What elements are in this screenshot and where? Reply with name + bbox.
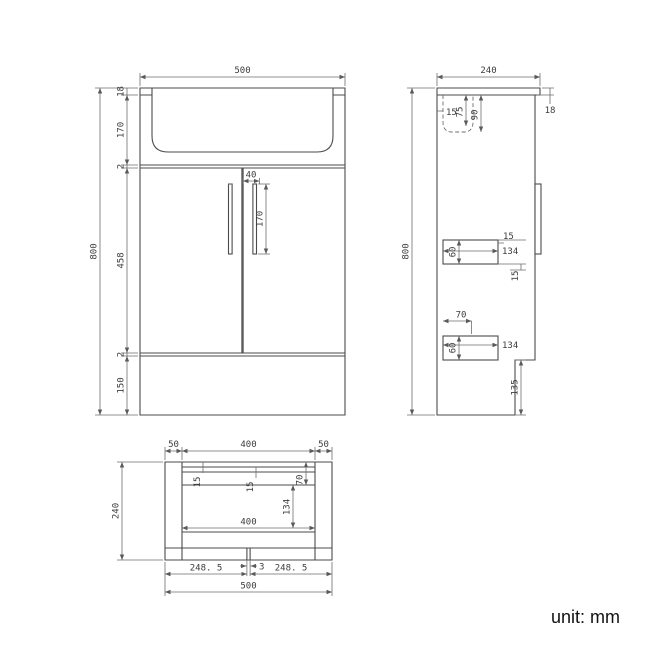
dim-handle-offset: 40: [246, 171, 257, 181]
front-view-outline: [139, 87, 346, 416]
dim-front-overall-width: 500: [234, 66, 250, 76]
dim-plan-left-side: 50: [168, 440, 179, 450]
dim-side-overall-depth: 240: [480, 66, 496, 76]
dim-front-basin-height: 170: [117, 122, 127, 138]
dim-plan-inner-width: 400: [240, 518, 256, 528]
dim-mid-rail-height: 60: [449, 247, 459, 258]
side-door-handle: [534, 183, 542, 255]
right-door-handle: [252, 183, 258, 255]
dim-plan-right-door: 248. 5: [275, 564, 308, 574]
basin-outline: [151, 88, 334, 153]
unit-label: unit: mm: [551, 607, 620, 627]
bottom-rail: [442, 335, 499, 361]
dim-bottom-rail-depth: 134: [502, 341, 518, 351]
dim-bottom-rail-height: 60: [449, 343, 459, 354]
dim-front-top-thickness: 18: [117, 86, 127, 97]
dim-plan-left-door: 248. 5: [190, 564, 223, 574]
left-door-handle: [227, 183, 233, 255]
dim-plan-back-panel: 15: [193, 477, 203, 488]
plan-door-gap-line: [246, 548, 251, 560]
dim-front-top-gap: 2: [117, 164, 127, 169]
dim-front-door-height: 458: [117, 252, 127, 268]
dim-front-plinth-height: 150: [117, 377, 127, 393]
side-view-dimensions: 240 18 15 75 90 800 15 134 60 15 70 134 …: [402, 66, 556, 416]
dim-plan-overall-width: 500: [240, 582, 256, 592]
dim-side-overall-height: 800: [402, 243, 412, 259]
dim-plan-right-side: 50: [318, 440, 329, 450]
dim-plan-overall-depth: 240: [112, 503, 122, 519]
dim-plan-top-inner-width: 400: [240, 440, 256, 450]
door-gap-line: [241, 168, 244, 353]
dim-basin-inner-depth: 75: [456, 107, 466, 118]
dim-side-top-thickness: 18: [545, 106, 556, 116]
dim-basin-back-gap: 15: [446, 108, 457, 118]
dim-mid-rail-depth: 134: [502, 247, 518, 257]
dim-basin-depth: 90: [471, 110, 481, 121]
dim-plan-rail-thickness: 15: [246, 482, 256, 493]
dim-mid-rail-front-gap: 15: [503, 232, 514, 242]
dim-front-overall-height: 800: [90, 243, 100, 259]
dim-plan-shelf-depth: 134: [283, 499, 293, 515]
plan-view-outline: [164, 461, 333, 561]
dim-bottom-rail-offset: 70: [456, 311, 467, 321]
dim-front-bottom-gap: 2: [117, 352, 127, 357]
basin-hidden-outline: [442, 95, 474, 133]
dim-plan-front-inset: 70: [296, 475, 306, 486]
dim-handle-length: 170: [256, 211, 266, 227]
dim-plan-door-gap: 3: [259, 563, 264, 573]
front-view-dimensions: 500 18 170 2 458 2 150 800 40 170: [90, 66, 346, 416]
dim-mid-rail-clearance: 15: [511, 271, 521, 282]
plan-view-dimensions: 50 400 50 240 15 15 70 400 134 3 248. 5 …: [112, 440, 333, 596]
dim-side-plinth-height: 135: [511, 379, 521, 395]
